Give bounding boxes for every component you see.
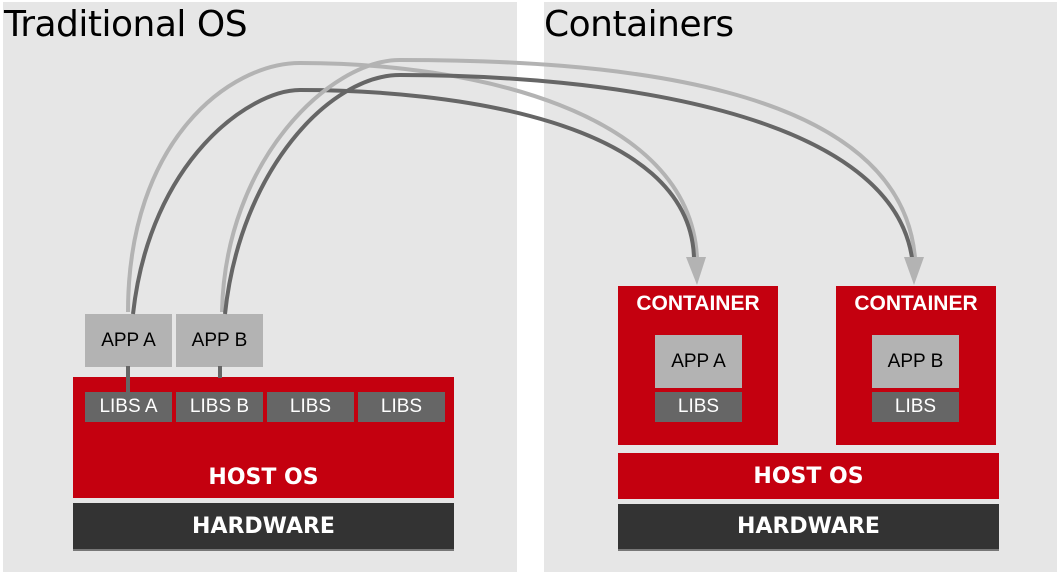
arrowhead-container-b xyxy=(904,257,924,285)
libs-left-3: LIBS xyxy=(267,392,354,422)
app-a-left: APP A xyxy=(85,314,172,367)
host-os-left-label: HOST OS xyxy=(208,465,319,490)
containers-title: Containers xyxy=(544,4,734,45)
app-a-container: APP A xyxy=(655,335,742,388)
hardware-right: HARDWARE xyxy=(618,504,999,551)
arrowhead-container-a xyxy=(686,257,706,285)
libs-b-left: LIBS B xyxy=(176,392,263,422)
app-b-container: APP B xyxy=(872,335,959,388)
libs-left-4: LIBS xyxy=(358,392,445,422)
arrow-app-a-dark xyxy=(131,87,696,315)
arrow-app-b-dark xyxy=(223,72,914,315)
app-b-left: APP B xyxy=(176,314,263,367)
libs-container-a: LIBS xyxy=(655,392,742,422)
container-a-label: CONTAINER xyxy=(636,292,760,315)
container-b: CONTAINER APP B LIBS xyxy=(836,286,996,445)
container-b-label: CONTAINER xyxy=(854,292,978,315)
hardware-left: HARDWARE xyxy=(73,503,454,551)
host-os-right: HOST OS xyxy=(618,453,999,499)
arrow-app-a-light xyxy=(126,60,699,313)
arrow-app-b-light xyxy=(220,57,917,313)
traditional-os-title: Traditional OS xyxy=(4,4,248,45)
libs-container-b: LIBS xyxy=(872,392,959,422)
libs-a-left: LIBS A xyxy=(85,392,172,422)
container-a: CONTAINER APP A LIBS xyxy=(618,286,778,445)
